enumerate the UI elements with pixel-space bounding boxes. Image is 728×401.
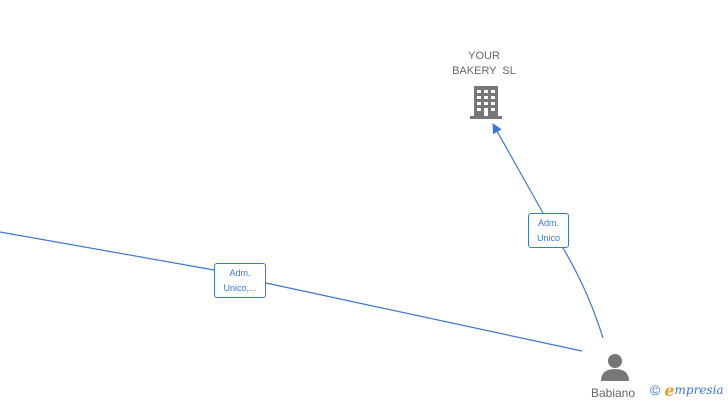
company-name-line-2: BAKERY SL [452, 65, 516, 77]
edge-label-adm-unico[interactable]: Adm. Unico [528, 213, 569, 248]
edge-label-line-1: Adm. [229, 268, 251, 278]
edge-label-line-2: Unico [536, 233, 560, 243]
empresia-watermark: © e mpresia [650, 380, 724, 400]
person-icon [601, 354, 629, 381]
brand-name: mpresia [674, 383, 724, 397]
company-name-line-1: YOUR [468, 50, 500, 62]
building-icon [470, 86, 502, 119]
edge-label-line-2: Unico,... [223, 283, 257, 293]
copyright-icon: © [650, 382, 661, 398]
edge-line-offscreen-to-babiano [0, 231, 583, 352]
company-name[interactable]: YOUR BAKERY SL [439, 49, 529, 79]
edge-line-babiano-to-company [493, 124, 604, 339]
brand-initial: e [664, 380, 675, 400]
edge-label-line-1: Adm. [537, 218, 559, 228]
person-name[interactable]: Babiano [590, 386, 636, 400]
edge-label-adm-unico-truncated[interactable]: Adm. Unico,... [214, 263, 266, 298]
